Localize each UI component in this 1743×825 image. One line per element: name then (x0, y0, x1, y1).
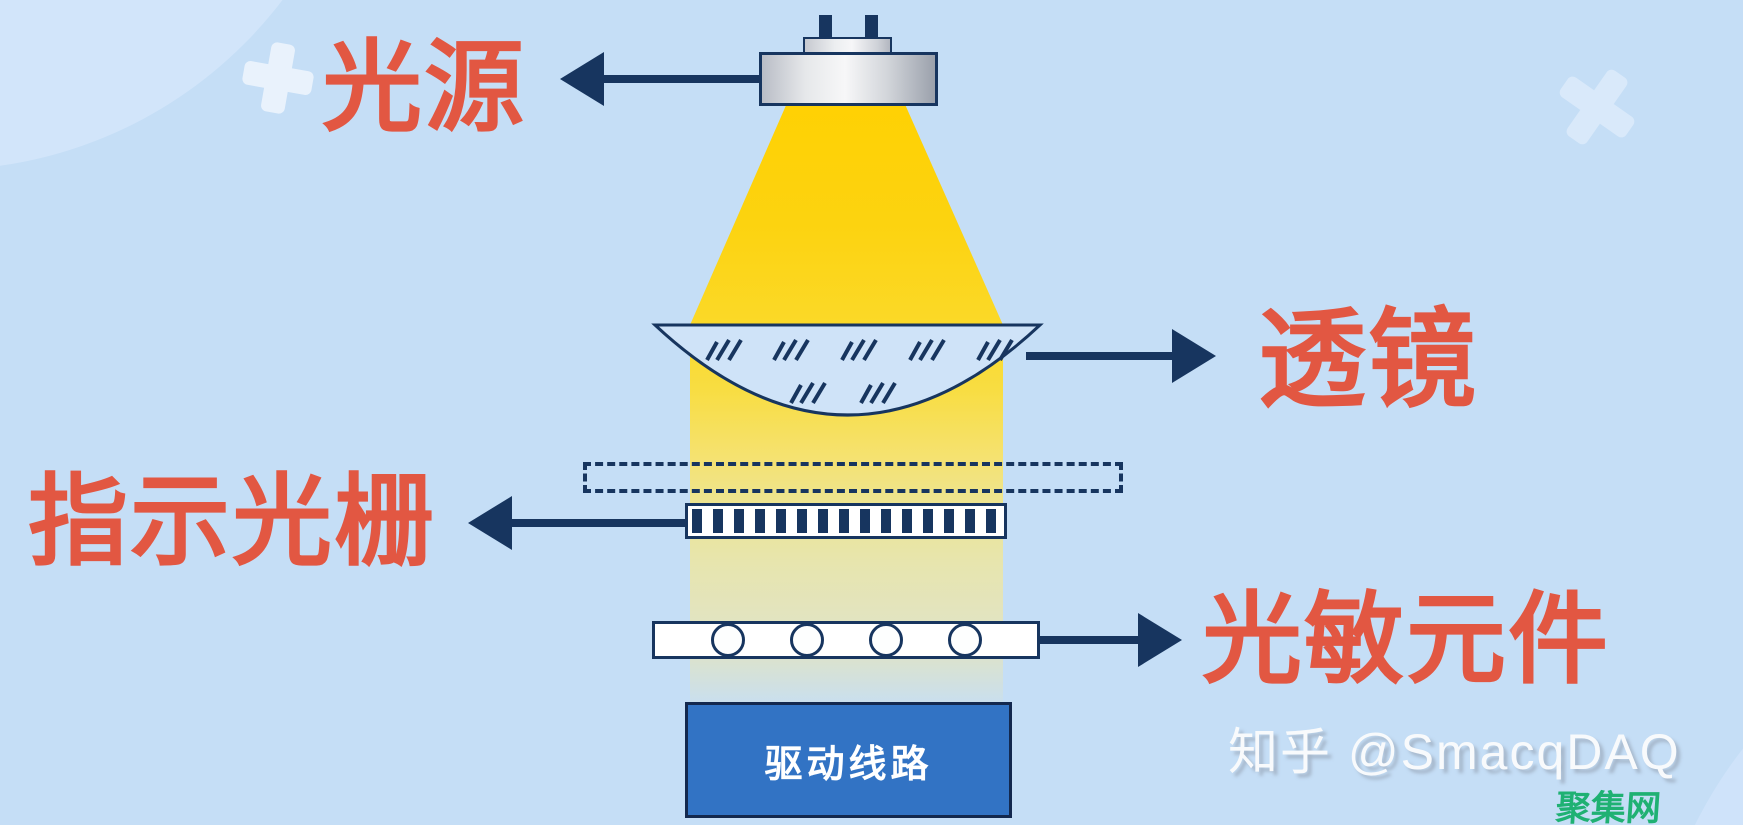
photosensor-cell (711, 623, 745, 657)
sensor-arrow-line (1040, 636, 1140, 644)
photosensor-bar (652, 621, 1040, 659)
drive-circuit-box: 驱动线路 (685, 702, 1012, 818)
source-arrowhead-icon (560, 52, 604, 106)
drive-circuit-label: 驱动线路 (764, 743, 933, 786)
light-beam-cone (690, 103, 1003, 325)
photosensor-cell (790, 623, 824, 657)
sensor-arrowhead-icon (1138, 613, 1182, 667)
photosensor-cell (948, 623, 982, 657)
lens-arrow-line (1026, 352, 1174, 360)
lamp-pin (819, 15, 832, 40)
background-blob-top-left (0, 0, 370, 170)
label-light-source: 光源 (322, 32, 526, 144)
grating-arrow-line (508, 519, 685, 527)
watermark-text: 知乎 @SmacqDAQ (1228, 724, 1681, 780)
label-lens: 透镜 (1258, 299, 1479, 420)
indicator-grating-bar (685, 503, 1007, 539)
label-photosensor: 光敏元件 (1202, 584, 1610, 696)
lamp-pin (865, 15, 878, 40)
grating-arrowhead-icon (468, 496, 512, 550)
plus-decoration-icon (1541, 51, 1652, 162)
photosensor-cell (869, 623, 903, 657)
lamp-body (759, 52, 938, 106)
source-arrow-line (600, 75, 760, 83)
grating-stripes (692, 509, 1000, 533)
site-brand-text: 聚集网 (1554, 789, 1663, 825)
scale-grating-dashed-outline (583, 462, 1123, 493)
plus-decoration-icon (237, 37, 318, 118)
light-beam-faded (690, 659, 1003, 703)
label-indicator-grating: 指示光栅 (28, 466, 436, 578)
lens-arrowhead-icon (1172, 329, 1216, 383)
